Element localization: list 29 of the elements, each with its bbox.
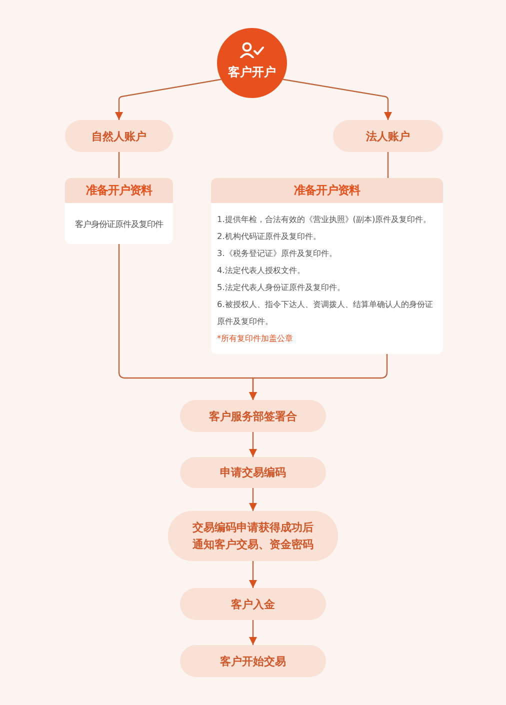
connector-line (118, 152, 120, 178)
document-card (65, 178, 173, 244)
connector-line (387, 152, 389, 178)
step-pill: 自然人账户 (65, 120, 173, 152)
arrow (249, 354, 388, 400)
card-heading: 准备开户资料 (211, 178, 443, 203)
step-pill: 交易编码申请获得成功后通知客户交易、资金密码 (168, 511, 338, 561)
circle-label: 客户开户 (227, 65, 277, 80)
list-item: 5.法定代表人身份证原件及复印件。 (217, 280, 346, 294)
arrow (115, 78, 222, 120)
list-item: 4.法定代表人授权文件。 (217, 264, 306, 276)
step-pill: 申请交易编码 (180, 457, 326, 488)
step-pill: 法人账户 (333, 120, 443, 152)
arrow (249, 561, 257, 588)
list-item: 3.《税务登记证》原件及复印件。 (217, 246, 338, 260)
arrow (249, 620, 257, 645)
step-pill: 客户开始交易 (180, 645, 326, 677)
list-item: 客户身份证原件及复印件 (74, 218, 164, 230)
arrow (249, 488, 257, 511)
list-item: 2.机构代码证原件及复印件。 (217, 230, 322, 242)
list-item: 1.提供年检，合法有效的《营业执照》(副本)原件及复印件。 (217, 212, 432, 226)
document-card (211, 178, 443, 354)
step-pill: 客户服务部签署合 (180, 400, 326, 432)
step-pill: 客户入金 (180, 588, 326, 620)
arrow (249, 432, 257, 457)
list-item: 6.被授权人、指令下达人、资调拨人、结算单确认人的身份证原件及复印件。 (217, 298, 434, 328)
card-heading: 准备开户资料 (65, 178, 173, 203)
note-text: *所有复印件加盖公章 (217, 332, 294, 344)
arrow (282, 78, 392, 120)
